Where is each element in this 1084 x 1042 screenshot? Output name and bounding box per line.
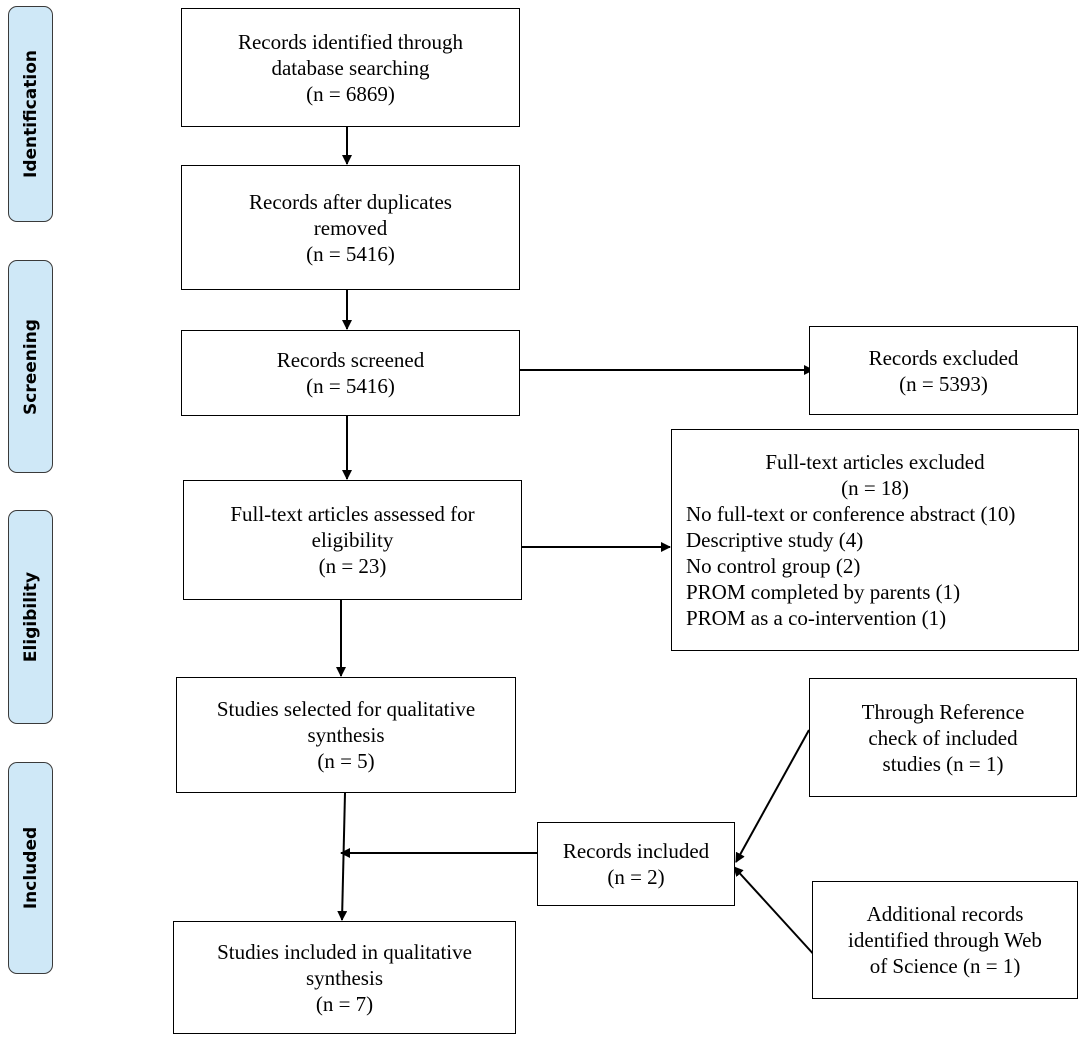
box-reference-check: Through Reference check of included stud… [809,678,1077,797]
box-line: Studies selected for qualitative [216,697,476,721]
box-studies-included: Studies included in qualitative synthesi… [173,921,516,1034]
box-line: Full-text articles assessed for [230,502,475,526]
box-line: (n = 23) [318,554,387,578]
box-line: Studies included in qualitative [217,939,472,964]
box-line: check of included [868,725,1018,750]
fulltext-excluded-title: Full-text articles excluded [765,450,985,474]
box-line: identified through Web [848,928,1042,952]
phase-eligibility: Eligibility [8,510,53,724]
box-records-identified: Records identified through database sear… [181,8,520,127]
box-line: (n = 5416) [306,374,395,398]
box-studies-selected: Studies selected for qualitative synthes… [176,677,516,793]
exclusion-reason: PROM as a co-intervention (1) [686,606,947,630]
box-line: database searching [271,55,430,80]
box-records-screened: Records screened (n = 5416) [181,330,520,416]
phase-screening: Screening [8,260,53,473]
box-line: studies (n = 1) [882,751,1004,776]
arrow-selected-to-included [337,792,348,921]
exclusion-reason: No full-text or conference abstract (10) [686,502,1016,526]
box-line: (n = 5) [317,749,375,773]
box-line: synthesis [305,965,383,990]
exclusion-reason: Descriptive study (4) [686,528,864,552]
box-line: (n = 2) [607,865,665,889]
fulltext-excluded-count: (n = 18) [841,476,909,500]
box-fulltext-excluded: Full-text articles excluded (n = 18) No … [671,429,1079,651]
phase-identification: Identification [8,6,53,222]
box-line: (n = 7) [315,991,374,1016]
box-line: Through Reference [861,699,1025,724]
box-fulltext-assessed: Full-text articles assessed for eligibil… [183,480,522,600]
arrow-reference-check-to-records-included [735,729,810,863]
box-line: (n = 5393) [899,371,988,396]
box-line: (n = 6869) [306,81,395,106]
box-records-after-duplicates: Records after duplicates removed (n = 54… [181,165,520,290]
exclusion-reason: PROM completed by parents (1) [686,580,961,604]
box-line: Records excluded [868,345,1019,370]
box-line: Records screened [276,348,425,372]
arrow-web-of-science-to-records-included [733,866,818,959]
box-line: (n = 5416) [306,241,395,266]
box-line: eligibility [311,528,394,552]
box-line: Records included [562,839,710,863]
exclusion-reason: No control group (2) [686,554,861,578]
phase-included: Included [8,762,53,974]
box-line: Records after duplicates [249,189,452,214]
box-web-of-science: Additional records identified through We… [812,881,1078,999]
box-records-included: Records included (n = 2) [537,822,735,906]
box-line: Records identified through [237,29,464,54]
box-line: of Science (n = 1) [869,954,1021,978]
box-line: removed [313,215,388,240]
box-line: Additional records [866,902,1024,926]
box-records-excluded: Records excluded (n = 5393) [809,326,1078,415]
box-line: synthesis [307,723,385,747]
